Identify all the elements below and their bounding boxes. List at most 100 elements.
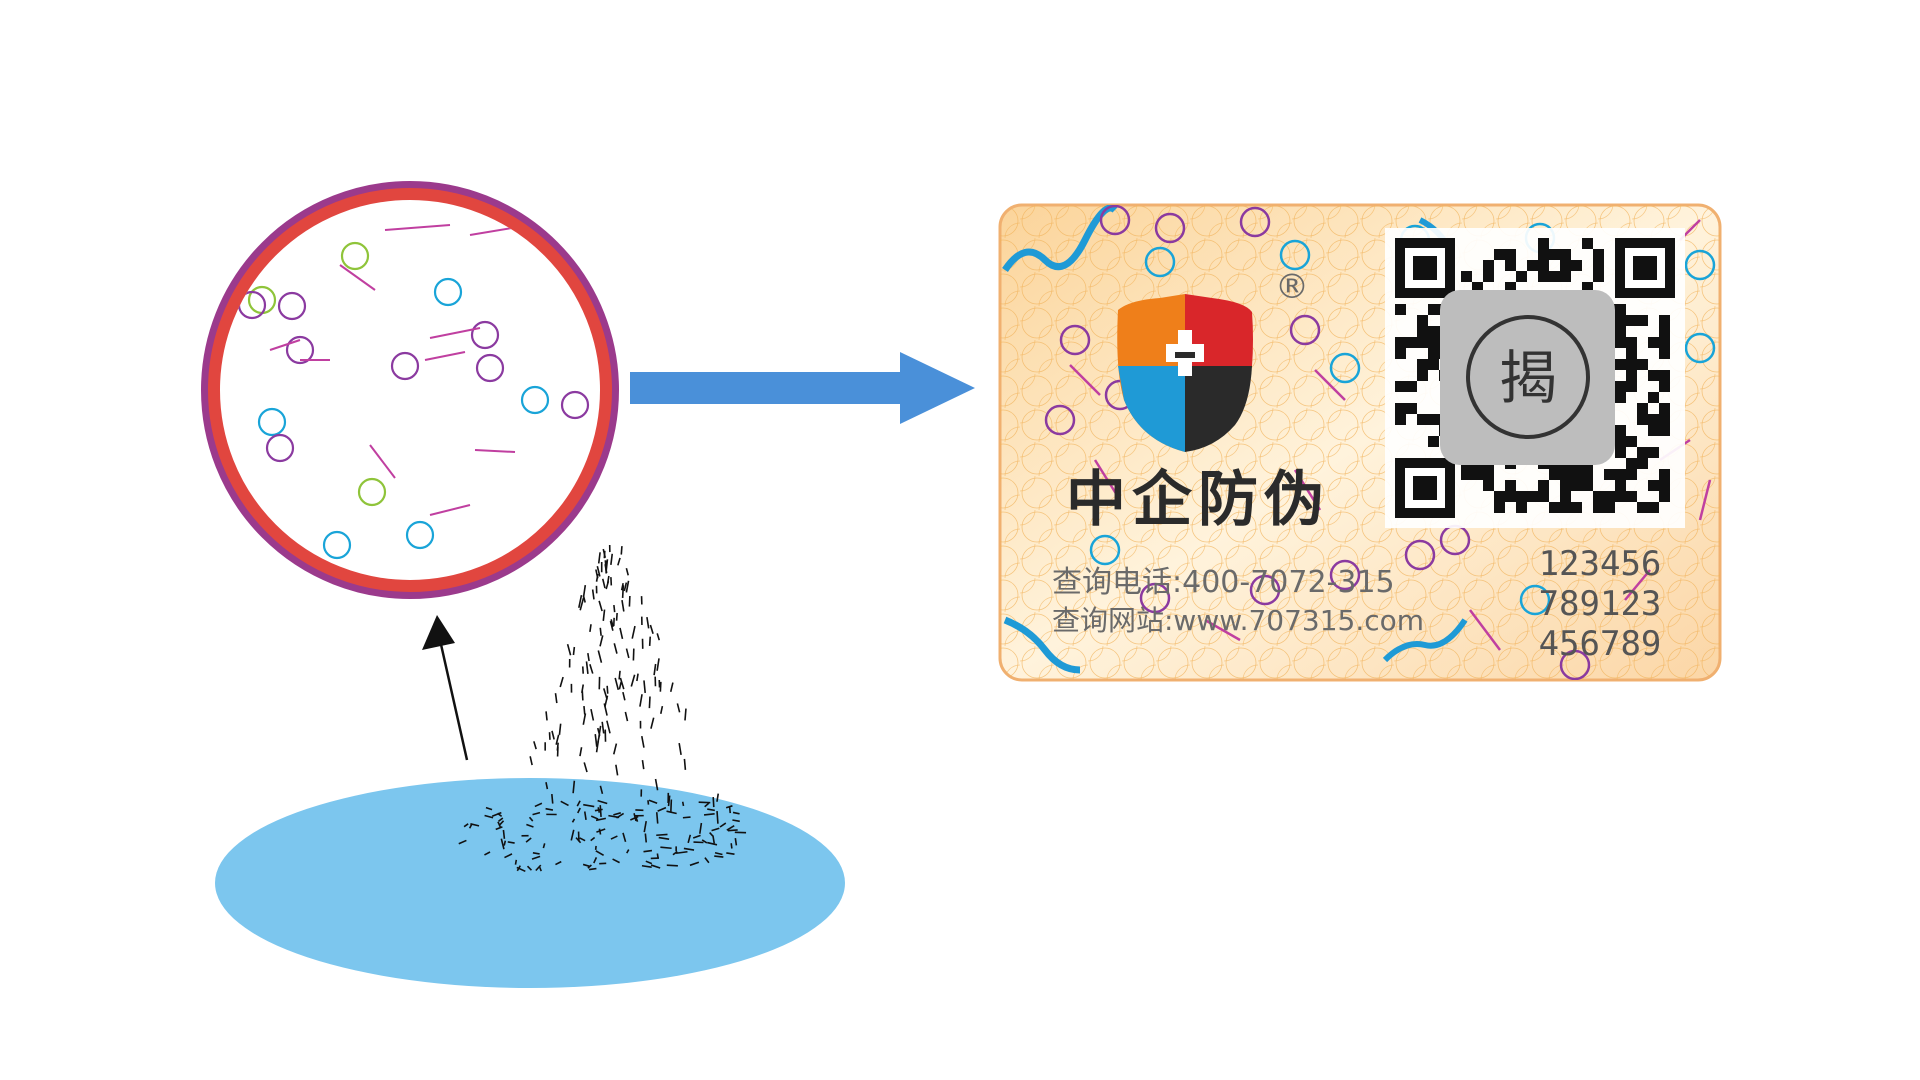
pooled-fiber xyxy=(595,850,605,856)
falling-fiber xyxy=(599,627,602,636)
pooled-fiber xyxy=(711,827,720,832)
falling-fiber xyxy=(587,652,590,662)
pooled-fiber xyxy=(470,823,480,827)
falling-fiber xyxy=(621,585,625,599)
pooled-fiber xyxy=(689,861,700,867)
falling-fiber xyxy=(678,742,682,756)
shield-quadrant-blue xyxy=(1118,366,1185,452)
qr-module xyxy=(1483,260,1494,271)
falling-fiber xyxy=(583,705,586,715)
pooled-fiber xyxy=(484,814,494,819)
falling-fiber xyxy=(617,557,621,566)
fiber-cluster-magnified xyxy=(237,224,590,560)
falling-fiber xyxy=(625,648,630,659)
falling-fiber xyxy=(655,812,659,824)
qr-module xyxy=(1538,271,1549,282)
pooled-fiber xyxy=(730,843,733,849)
qr-module xyxy=(1494,249,1505,260)
qr-module xyxy=(1505,249,1516,260)
falling-fiber xyxy=(716,793,720,802)
qr-module xyxy=(1615,315,1626,326)
falling-fiber xyxy=(589,624,592,633)
pooled-fiber xyxy=(495,826,503,831)
qr-module xyxy=(1615,304,1626,315)
pooled-fiber xyxy=(658,836,670,840)
falling-fiber xyxy=(622,691,626,701)
qr-module xyxy=(1659,480,1670,491)
label-fiber-strand xyxy=(1698,479,1712,521)
falling-fiber xyxy=(620,583,624,591)
qr-module xyxy=(1428,326,1439,337)
falling-fiber xyxy=(659,681,662,692)
qr-module xyxy=(1626,359,1637,370)
fiber-ring xyxy=(265,433,295,463)
falling-fiber xyxy=(554,693,558,704)
label-fiber-ring xyxy=(1684,249,1716,281)
qr-module xyxy=(1648,480,1659,491)
pooled-fiber xyxy=(612,858,620,864)
qr-module xyxy=(1395,348,1406,359)
pooled-fiber xyxy=(593,857,598,864)
qr-module xyxy=(1560,271,1571,282)
falling-fiber xyxy=(604,695,609,707)
qr-module xyxy=(1626,436,1637,447)
falling-fiber xyxy=(650,717,655,729)
pooled-fiber xyxy=(727,829,738,832)
falling-fiber xyxy=(597,734,601,743)
magnified-fiber-circle-icon xyxy=(201,181,619,599)
label-fiber-strand xyxy=(1314,369,1346,401)
label-fiber-ring xyxy=(1249,574,1281,606)
falling-fiber xyxy=(734,838,738,846)
qr-module xyxy=(1626,370,1637,381)
pooled-fiber xyxy=(484,851,491,856)
qr-finder-pattern xyxy=(1615,238,1675,298)
qr-module xyxy=(1615,436,1626,447)
falling-fiber xyxy=(583,811,587,820)
falling-fiber xyxy=(641,735,645,748)
qr-module xyxy=(1395,403,1406,414)
serial-line-3: 456789 xyxy=(1539,624,1662,664)
falling-fiber xyxy=(578,594,583,609)
label-fiber-ring xyxy=(1059,324,1091,356)
qr-finder-pattern xyxy=(1395,238,1455,298)
falling-fiber xyxy=(585,661,589,674)
falling-fiber xyxy=(639,694,643,707)
pooled-fiber xyxy=(458,839,467,845)
falling-fiber xyxy=(558,723,562,735)
falling-fiber xyxy=(545,711,548,721)
pooled-fiber xyxy=(666,864,678,867)
qr-module xyxy=(1593,491,1604,502)
qr-module xyxy=(1659,403,1670,414)
falling-fiber xyxy=(670,799,673,813)
qr-module xyxy=(1417,326,1428,337)
pooled-fiber xyxy=(571,818,576,823)
pooled-fiber xyxy=(532,852,540,855)
pooled-fiber xyxy=(555,860,562,866)
fiber-ring xyxy=(285,335,315,365)
falling-fiber xyxy=(596,565,601,577)
pooled-fiber xyxy=(704,857,710,864)
qr-module xyxy=(1637,315,1648,326)
label-fiber-strand xyxy=(1204,618,1241,642)
pooled-fiber xyxy=(491,811,502,818)
pooled-fiber xyxy=(725,805,733,809)
qr-module xyxy=(1549,502,1560,513)
pooled-fiber xyxy=(503,840,507,846)
label-fiber-ring xyxy=(1329,352,1361,384)
falling-fiber xyxy=(619,677,625,690)
qr-module xyxy=(1626,458,1637,469)
label-fiber-strand xyxy=(1069,364,1101,396)
falling-fiber xyxy=(610,553,614,565)
falling-fiber xyxy=(620,546,623,555)
falling-fiber xyxy=(609,620,614,631)
falling-fiber xyxy=(601,721,605,734)
label-edge-fiber xyxy=(1003,616,1081,674)
qr-module xyxy=(1593,502,1604,513)
falling-fiber xyxy=(653,663,657,676)
qr-module xyxy=(1615,337,1626,348)
falling-fiber xyxy=(712,797,715,808)
qr-module xyxy=(1472,282,1483,293)
pooled-fiber xyxy=(613,812,621,816)
falling-fiber xyxy=(654,778,659,791)
label-fiber-ring xyxy=(1559,649,1591,680)
